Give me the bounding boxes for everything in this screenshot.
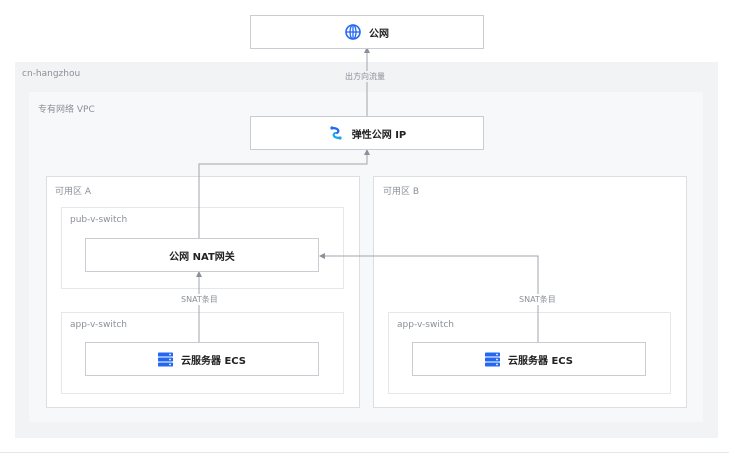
nat-gateway-label: 公网 NAT网关 [169, 251, 235, 263]
bottom-divider [0, 452, 729, 453]
nat-gateway-node[interactable]: 公网 NAT网关 [85, 238, 319, 272]
pub-switch-label: pub-v-switch [70, 215, 128, 225]
ecs-b-node[interactable]: 云服务器 ECS [412, 342, 646, 376]
globe-icon [345, 24, 361, 40]
ecs-a-label: 云服务器 ECS [180, 355, 247, 367]
internet-node[interactable]: 公网 [250, 15, 484, 49]
eip-node[interactable]: 弹性公网 IP [250, 116, 484, 150]
region-label: cn-hangzhou [22, 69, 81, 79]
zone-a-label: 可用区 A [55, 187, 92, 197]
snat-a-flow-label: SNAT条目 [179, 294, 220, 305]
zone-b-label: 可用区 B [383, 187, 420, 197]
egress-flow-label: 出方向流量 [343, 71, 387, 82]
vpc-label: 专有网络 VPC [38, 105, 95, 115]
eip-icon [328, 125, 344, 141]
app-switch-b-label: app-v-switch [397, 320, 455, 330]
server-icon [484, 352, 500, 367]
eip-label: 弹性公网 IP [351, 129, 407, 141]
ecs-a-node[interactable]: 云服务器 ECS [85, 342, 319, 376]
server-icon [157, 352, 173, 367]
internet-label: 公网 [369, 28, 389, 40]
ecs-b-label: 云服务器 ECS [507, 355, 574, 367]
snat-b-flow-label: SNAT条目 [517, 294, 558, 305]
app-switch-a-label: app-v-switch [70, 320, 128, 330]
